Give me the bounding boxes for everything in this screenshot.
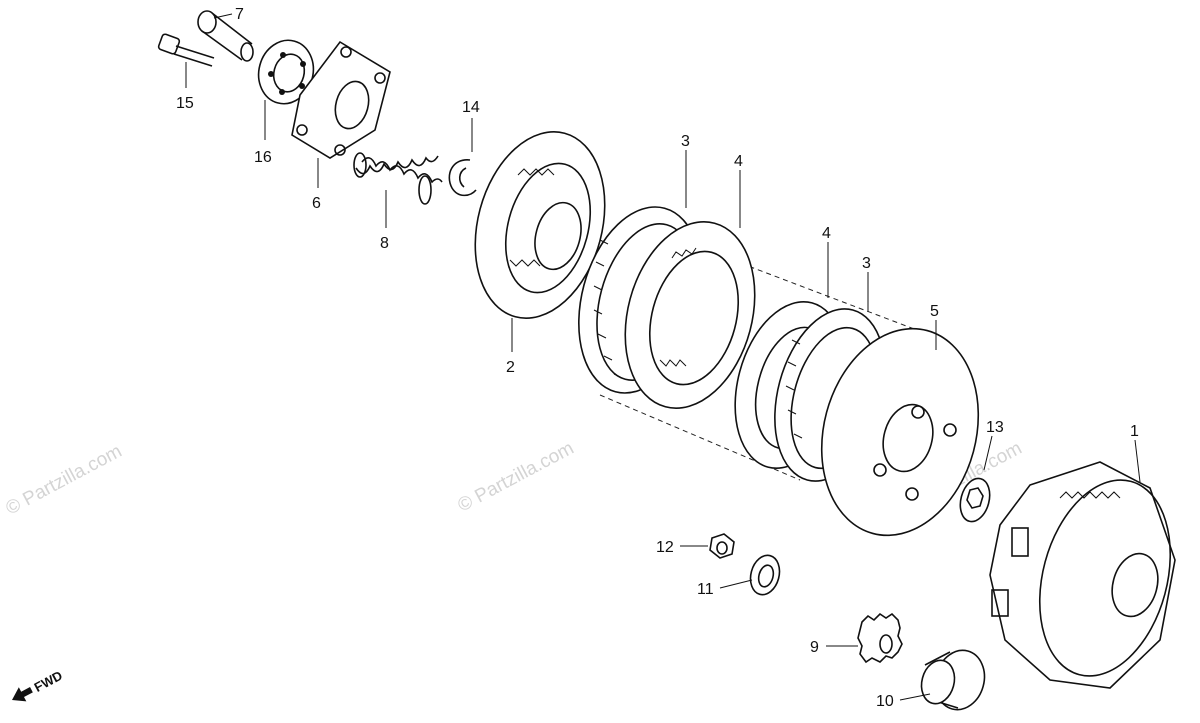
forward-direction-indicator: FWD — [12, 668, 65, 702]
part-15-bolt — [157, 33, 215, 67]
callout-4-right: 4 — [822, 225, 831, 242]
leader-lines — [185, 13, 1141, 701]
callout-12: 12 — [656, 539, 674, 556]
callout-4-left: 4 — [734, 153, 743, 170]
callout-8: 8 — [380, 235, 389, 252]
callout-3-left: 3 — [681, 133, 690, 150]
part-2-pressure-plate — [474, 131, 606, 319]
callout-16: 16 — [254, 149, 272, 166]
callout-9: 9 — [810, 639, 819, 656]
callout-13: 13 — [986, 419, 1004, 436]
part-4-clutch-plate-left — [624, 221, 756, 409]
part-12-nut — [709, 533, 735, 559]
callout-7: 7 — [235, 6, 244, 23]
arrow-left-icon — [12, 687, 33, 702]
watermark-left: © Partzilla.com — [2, 441, 125, 520]
part-7-pin — [197, 10, 254, 62]
part-5-clutch-center — [820, 327, 980, 537]
fwd-label: FWD — [32, 668, 65, 695]
part-9-drive-gear — [857, 612, 903, 664]
part-11-washer — [749, 554, 781, 596]
part-13-washer — [959, 477, 991, 523]
part-10-collar — [920, 649, 986, 711]
callout-2: 2 — [506, 359, 515, 376]
watermark-middle: © Partzilla.com — [454, 438, 577, 517]
callout-labels: 7 15 16 6 8 14 2 3 4 4 3 5 13 1 12 11 9 … — [176, 6, 1139, 710]
callout-3-right: 3 — [862, 255, 871, 272]
callout-1: 1 — [1130, 423, 1139, 440]
callout-10: 10 — [876, 693, 894, 710]
part-8-spring — [353, 152, 443, 205]
part-6-lifter-plate — [291, 40, 391, 159]
callout-6: 6 — [312, 195, 321, 212]
part-16-bearing — [257, 39, 315, 105]
callout-14: 14 — [462, 99, 480, 116]
callout-15: 15 — [176, 95, 194, 112]
part-1-clutch-outer — [989, 461, 1176, 689]
callout-5: 5 — [930, 303, 939, 320]
callout-11: 11 — [697, 581, 714, 598]
part-14-circlip — [448, 159, 477, 197]
